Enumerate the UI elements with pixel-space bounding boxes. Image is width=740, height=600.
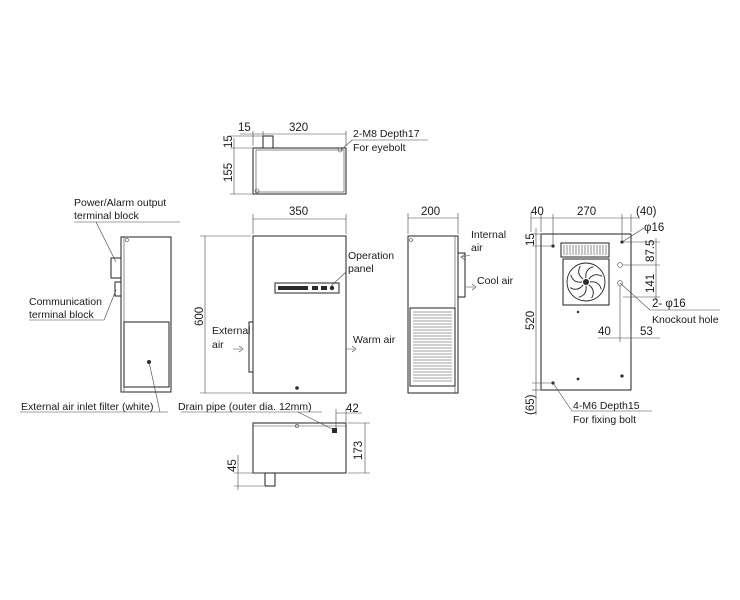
dim-back-40-right: (40): [636, 206, 657, 218]
bottom-drain-outlet: [332, 428, 337, 433]
fan-blade: [578, 265, 584, 280]
front-external-air-slot: [248, 321, 254, 373]
front-view-body: [252, 235, 347, 394]
label-power-alarm-2: terminal block: [74, 210, 140, 222]
back-view-top-grille-lines: [563, 245, 607, 255]
dim-back-141: 141: [645, 274, 657, 293]
comm-terminal-box: [114, 281, 122, 297]
operation-panel-display: [278, 286, 308, 290]
label-fixing-1: 4-M6 Depth15: [573, 400, 640, 412]
label-warm-air: Warm air: [353, 334, 396, 346]
top-view-pipe: [262, 135, 274, 149]
dim-back-40-mid: 40: [598, 326, 611, 338]
fan-blade: [588, 274, 603, 280]
dim-front-350: 350: [289, 206, 308, 218]
dim-back-65: (65): [525, 394, 537, 415]
dim-top-15-h: 15: [238, 122, 251, 134]
front-drain-point: [295, 386, 299, 390]
external-air-arrow: [233, 345, 244, 353]
top-view: 15 320 15 155 2-M8 Depth17 For eyebolt: [223, 122, 428, 195]
internal-air-arrow: [460, 253, 471, 261]
dim-top-320: 320: [289, 122, 308, 134]
label-internal-air-1: Internal: [471, 229, 506, 241]
label-eyebolt-1: 2-M8 Depth17: [353, 128, 420, 140]
label-cool-air: Cool air: [477, 275, 514, 287]
fan-blade: [578, 285, 587, 298]
dim-top-15-v: 15: [223, 135, 235, 148]
label-knockout-1: 2- φ16: [652, 298, 686, 310]
right-side-view: 200 Internal air Cool air: [407, 206, 514, 394]
dim-side-200: 200: [421, 206, 440, 218]
label-internal-air-2: air: [471, 242, 483, 254]
label-communication-2: terminal block: [29, 309, 95, 321]
external-air-filter: [123, 321, 170, 388]
label-power-alarm-1: Power/Alarm output: [74, 197, 166, 209]
front-view: 350 600 Operation panel External air War…: [194, 206, 396, 394]
fan-blade: [585, 266, 594, 279]
label-operation-1: Operation: [348, 250, 394, 262]
bottom-drain-pipe: [264, 472, 276, 487]
back-view-fan-blades: [569, 265, 603, 299]
label-external-air-2: air: [212, 339, 224, 351]
label-operation-2: panel: [348, 263, 374, 275]
fan-blade: [588, 284, 594, 299]
back-view-fan: [566, 262, 606, 302]
dim-back-53: 53: [640, 326, 653, 338]
bottom-view: 42 173 45 Drain pipe (outer dia. 12mm): [178, 401, 370, 490]
dim-bottom-173: 173: [353, 441, 365, 460]
top-view-eyebolt-hole-left: [254, 188, 260, 194]
dim-bottom-42: 42: [346, 403, 359, 415]
label-external-air-filter: External air inlet filter (white): [21, 401, 153, 413]
fan-blade: [589, 281, 602, 290]
top-view-body: [252, 147, 347, 195]
right-view-flange: [457, 252, 466, 298]
label-knockout-2: Knockout hole: [652, 314, 719, 326]
label-fixing-2: For fixing bolt: [573, 414, 636, 426]
right-view-grille: [409, 307, 456, 387]
label-external-air-1: External: [212, 325, 251, 337]
dim-back-40-left: 40: [531, 206, 544, 218]
label-eyebolt-2: For eyebolt: [353, 142, 406, 154]
dim-back-87-5: 87.5: [645, 240, 657, 262]
knockout-hole-2: [617, 280, 623, 286]
knockout-hole-1: [617, 262, 623, 268]
top-view-inner-outline: [255, 149, 345, 193]
cool-air-arrow: [466, 283, 477, 291]
dim-bottom-45: 45: [227, 459, 239, 472]
dim-back-270: 270: [577, 206, 596, 218]
fan-blade: [570, 274, 583, 283]
label-drain-pipe: Drain pipe (outer dia. 12mm): [178, 401, 312, 413]
label-communication-1: Communication: [29, 296, 102, 308]
bottom-view-body: [252, 422, 347, 474]
warm-air-arrow: [346, 345, 357, 353]
top-view-eyebolt-hole-right: [337, 147, 343, 153]
dim-front-600: 600: [194, 307, 206, 326]
label-phi16: φ16: [644, 222, 664, 234]
right-view-grille-lines: [413, 311, 452, 382]
back-view: 40 270 (40) 15 520 (65) 87.5 141 40 53 φ…: [525, 206, 720, 426]
dim-back-520: 520: [525, 311, 537, 330]
fan-blade: [569, 284, 584, 290]
dim-back-15: 15: [525, 233, 537, 246]
power-terminal-box: [110, 257, 122, 279]
left-side-view: Power/Alarm output terminal block Commun…: [20, 197, 180, 413]
dim-top-155: 155: [223, 163, 235, 182]
